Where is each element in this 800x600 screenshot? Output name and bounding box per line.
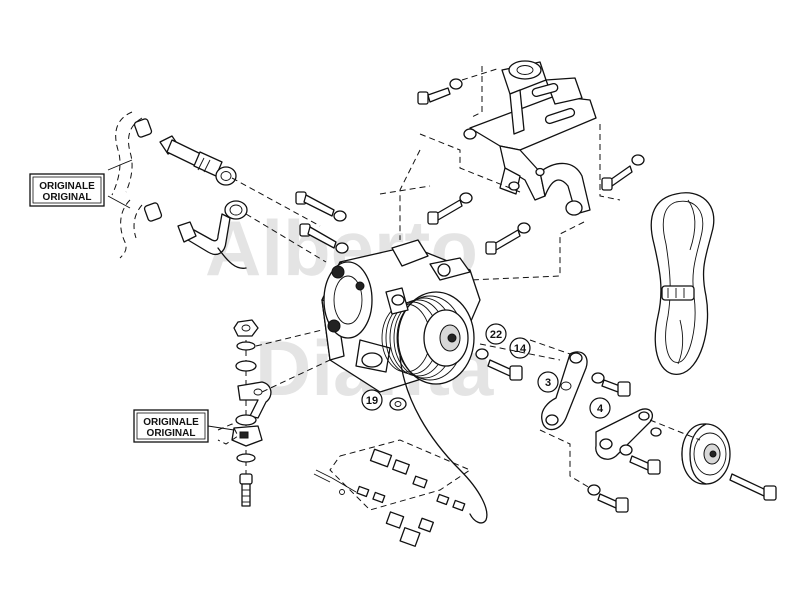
stack-bracket	[237, 381, 272, 419]
tensioner-arm	[541, 351, 588, 431]
callout-3-text: 3	[545, 377, 551, 389]
clutch-wire	[399, 355, 488, 524]
dashed-leaders-bracket	[379, 66, 621, 281]
callout-19: 19	[361, 389, 383, 411]
connector-plugs	[385, 511, 434, 547]
callout-22: 22	[485, 323, 507, 345]
bolt	[427, 192, 473, 225]
drive-belt	[650, 192, 715, 375]
stack-washer	[235, 360, 257, 372]
callout-19-text: 19	[366, 395, 378, 407]
compressor-bracket	[463, 60, 597, 216]
original-clip-outline	[217, 423, 239, 445]
compressor-clutch-pulley	[381, 291, 475, 385]
dashed-leaders-tensioner	[479, 339, 701, 489]
stack-clip	[231, 425, 263, 447]
original-label-lower-line2: ORIGINAL	[147, 428, 196, 439]
original-label-lower-line1: ORIGINALE	[143, 417, 199, 428]
lower-union-fitting	[177, 200, 248, 269]
callout-14: 14	[509, 337, 531, 359]
callout-4: 4	[589, 397, 611, 419]
idler-pulley	[681, 423, 731, 485]
callout-22-text: 22	[490, 329, 502, 341]
original-label-upper: ORIGINALE ORIGINAL	[29, 173, 105, 207]
lower-bracket-bolt	[587, 484, 629, 513]
bolt	[601, 154, 645, 191]
bracket-top-bolt	[417, 67, 501, 105]
callout-4-text: 4	[597, 403, 604, 415]
connector-kit	[313, 439, 472, 547]
bolt	[485, 222, 531, 255]
connector-housing	[369, 448, 428, 489]
hose-fitting-upper	[107, 111, 327, 269]
idler-pulley-bolt	[729, 473, 777, 501]
small-nut	[389, 397, 407, 411]
tensioner-bolt-upper	[591, 372, 631, 397]
stack-bolt	[239, 473, 253, 507]
dashed-leaders-lower	[255, 329, 331, 393]
idler-bracket-bolt	[619, 427, 662, 475]
original-label-upper-line1: ORIGINALE	[39, 181, 95, 192]
callout-3: 3	[537, 371, 559, 393]
idler-bracket	[595, 408, 654, 460]
original-label-lower: ORIGINALE ORIGINAL	[133, 409, 209, 443]
mounting-bolts-left	[295, 191, 349, 254]
upper-union-fitting	[159, 135, 237, 186]
stack-washer	[236, 341, 256, 351]
bolt	[295, 191, 347, 222]
mounting-stack-lower	[207, 319, 272, 507]
terminal-pins	[313, 469, 466, 512]
stack-washer	[235, 414, 257, 426]
bracket-bolts	[427, 154, 645, 255]
ac-compressor	[321, 239, 481, 393]
bolt	[299, 223, 349, 254]
stack-washer	[236, 453, 256, 463]
original-label-upper-line2: ORIGINAL	[43, 192, 92, 203]
callout-14-text: 14	[514, 343, 527, 355]
pulley-bolt	[475, 348, 523, 381]
stack-nut	[233, 319, 259, 337]
